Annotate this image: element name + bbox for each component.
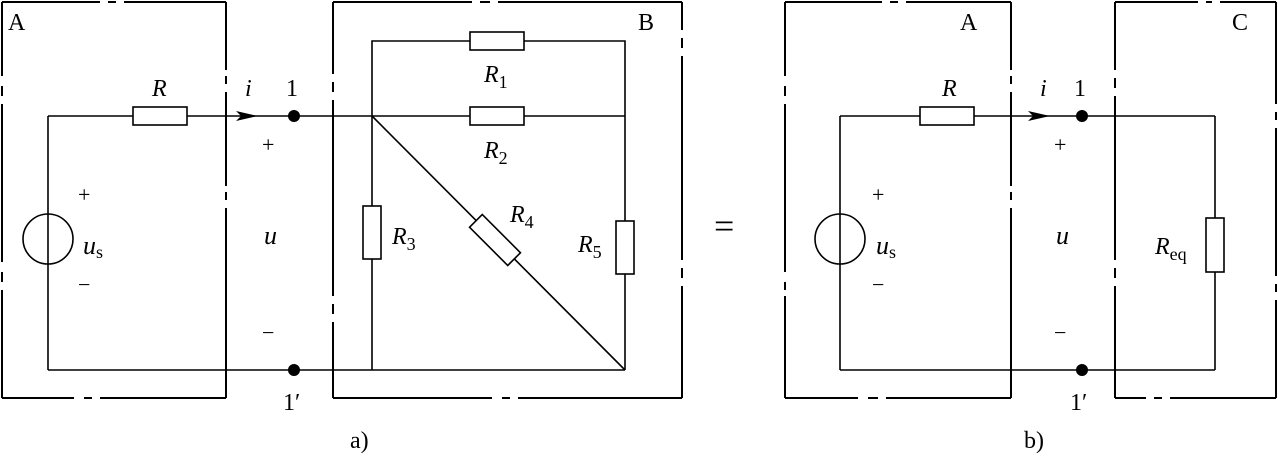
resistor-req-label: Req — [1154, 234, 1187, 264]
caption-a: a) — [350, 428, 369, 454]
equals-sign: = — [714, 206, 734, 246]
terminal-1-label: 1 — [286, 76, 298, 102]
source-plus-sign: + — [78, 182, 90, 207]
block-a-right-label: A — [960, 10, 978, 36]
current-arrow-icon — [236, 111, 258, 121]
terminal-1-dot-b — [1076, 110, 1088, 122]
block-c-boundary — [1114, 1, 1277, 399]
resistor-req — [1205, 217, 1225, 273]
resistor-r1-label: R1 — [483, 62, 508, 92]
voltage-label-b: u — [1056, 221, 1069, 250]
caption-b: b) — [1024, 428, 1044, 454]
current-label-b: i — [1040, 76, 1047, 102]
terminal-1-dot — [288, 110, 300, 122]
resistor-r4-label: R4 — [509, 202, 534, 232]
current-label: i — [245, 76, 252, 102]
terminal-1-label-b: 1 — [1074, 76, 1086, 102]
block-a-right-boundary — [784, 1, 1012, 399]
block-a-label: A — [8, 10, 26, 36]
terminal-1p-label-b: 1′ — [1070, 390, 1087, 416]
resistor-r — [132, 106, 188, 126]
resistor-r2-label: R2 — [483, 138, 508, 168]
resistor-r-label: R — [151, 76, 167, 102]
voltage-minus-sign: − — [262, 320, 274, 345]
source-minus-sign-b: − — [872, 272, 884, 297]
current-arrow-b-icon — [1028, 111, 1050, 121]
voltage-label: u — [264, 221, 277, 250]
voltage-plus-sign-b: + — [1054, 132, 1066, 157]
voltage-minus-sign-b: − — [1054, 320, 1066, 345]
source-plus-sign-b: + — [872, 182, 884, 207]
resistor-r5 — [615, 220, 635, 275]
voltage-source-us-b — [814, 213, 866, 265]
voltage-source-us — [22, 213, 74, 265]
source-label: us — [83, 231, 103, 262]
resistor-r3 — [362, 205, 382, 260]
resistor-r4 — [468, 213, 522, 267]
resistor-r1 — [469, 31, 525, 51]
block-b-label: B — [638, 10, 654, 36]
block-a-left-boundary — [1, 1, 227, 399]
block-c-label: C — [1232, 10, 1248, 36]
resistor-r3-label: R3 — [391, 224, 416, 254]
resistor-r2 — [469, 106, 525, 126]
source-minus-sign: − — [78, 272, 90, 297]
terminal-1p-dot — [288, 364, 300, 376]
wire-r1-branch — [371, 40, 626, 116]
voltage-plus-sign: + — [262, 132, 274, 157]
terminal-1p-dot-b — [1076, 364, 1088, 376]
source-label-b: us — [876, 231, 896, 262]
terminal-1p-label: 1′ — [283, 390, 300, 416]
block-b-boundary — [332, 1, 683, 399]
resistor-r5-label: R5 — [577, 232, 602, 262]
resistor-r-b-label: R — [941, 76, 957, 102]
resistor-r-b — [919, 106, 975, 126]
